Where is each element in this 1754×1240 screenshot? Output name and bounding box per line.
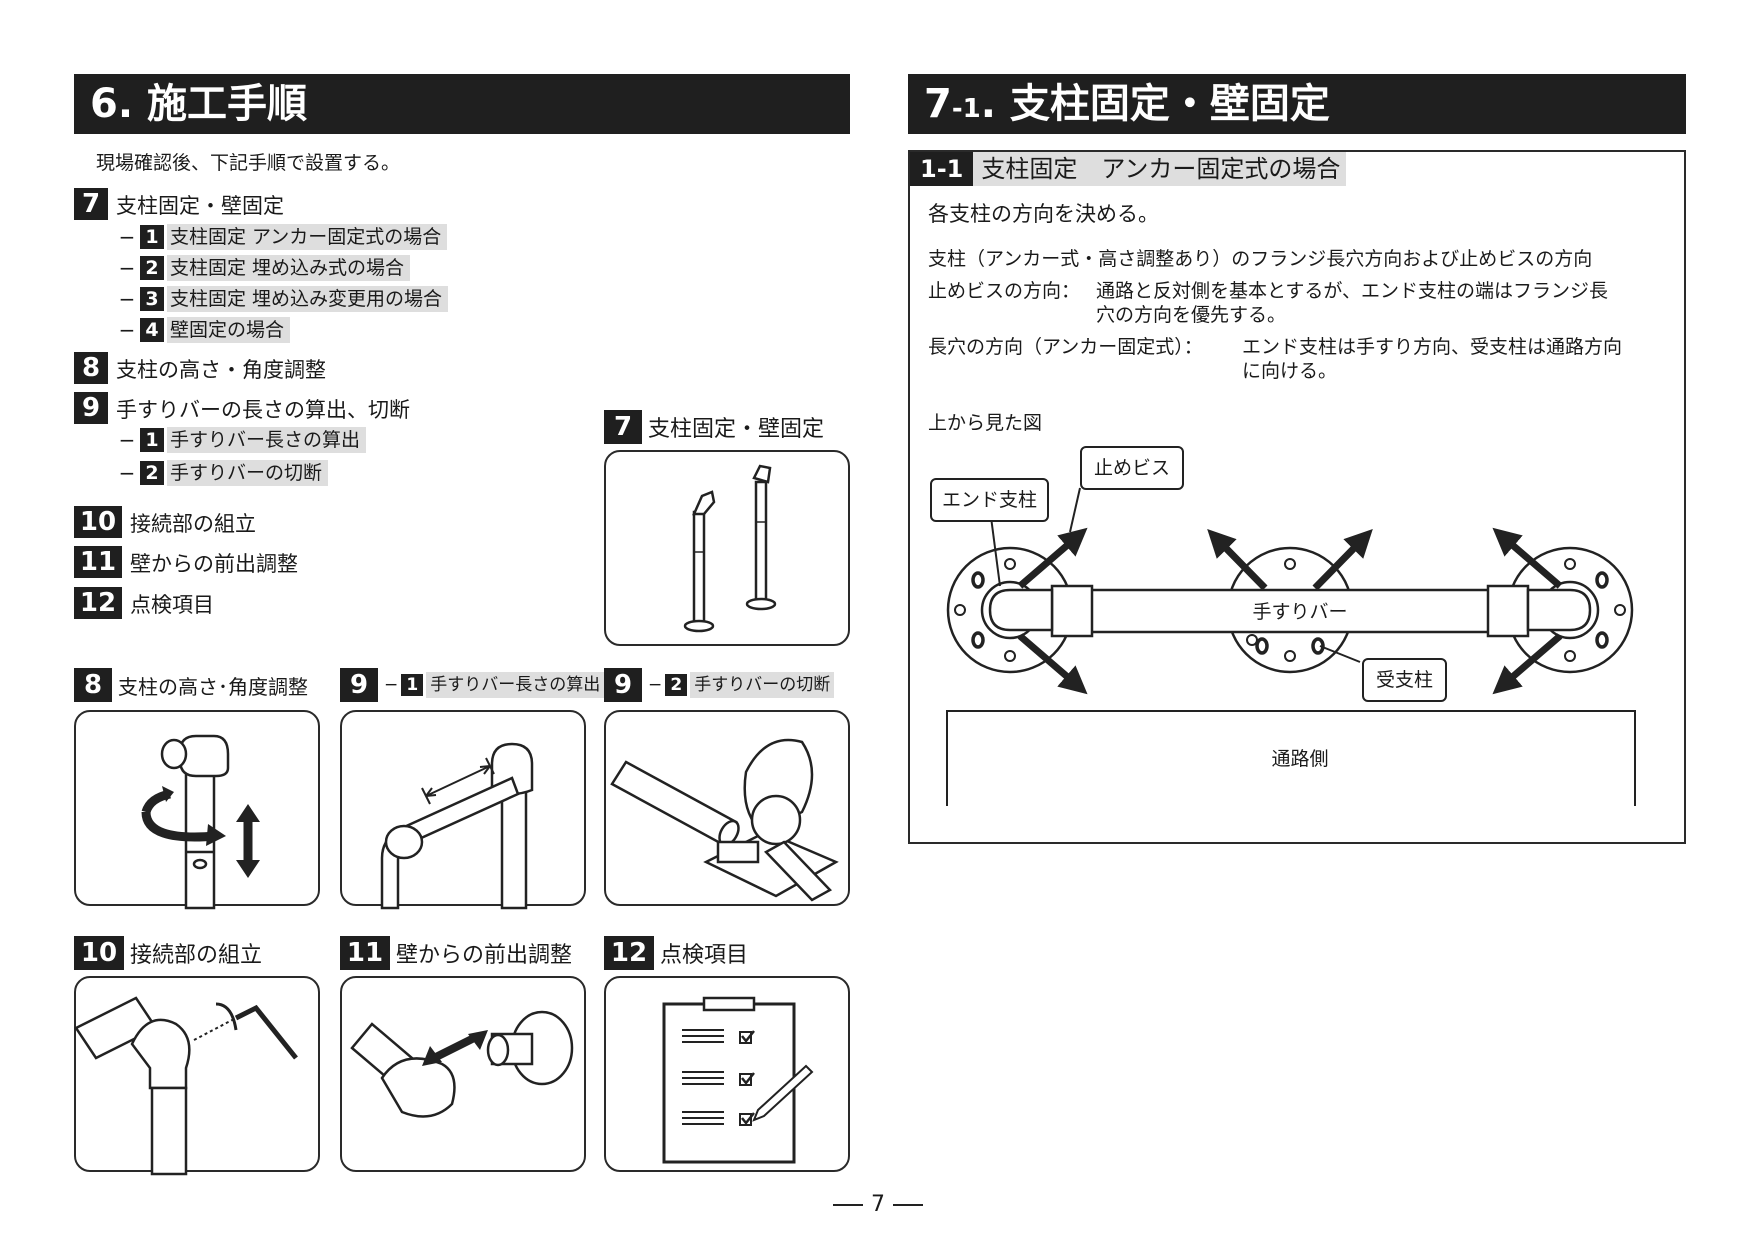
toc-7-sub-1-number: 1 [140,225,164,249]
fig-9b-subnumber: 2 [665,674,688,696]
handrail-bar-label: 手すりバー [1240,597,1360,624]
height-angle-adjust-illustration [141,734,260,910]
section-7-number: 7 [924,81,952,127]
fig-9a-number: 9 [340,668,378,702]
desc-3-line-2: に向ける。 [1242,360,1338,382]
diagram-caption: 上から見た図 [928,412,1043,434]
fig-9b-label: 手すりバーの切断 [690,672,835,698]
fig-8-label: 支柱の高さ･角度調整 [118,674,308,699]
section-1-1-number: 1-1 [910,152,974,186]
fig-10-label: 接続部の組立 [130,943,263,968]
fig-7-label: 支柱固定・壁固定 [648,417,825,442]
fig-10-number: 10 [74,936,124,970]
posts-illustration [683,464,777,633]
fig-12-number: 12 [604,936,654,970]
fig-10-box [74,976,320,1176]
section-7-subnumber: -1 [951,94,981,124]
toc-7-sub-3-label: 支柱固定 埋め込み変更用の場合 [167,286,449,312]
fig-9a-subnumber: 1 [401,674,424,696]
fig-11-label: 壁からの前出調整 [396,943,573,968]
fig-9a-box [340,710,586,910]
toc-12-label: 点検項目 [130,593,214,617]
toc-10-number: 10 [74,506,122,538]
fig-12-label: 点検項目 [660,943,749,968]
toc-7-label: 支柱固定・壁固定 [116,194,284,218]
toc-9-label: 手すりバーの長さの算出、切断 [116,398,410,422]
fig-8-box [74,710,320,910]
toc-9-sub-2-number: 2 [140,461,164,485]
desc-line-1: 支柱（アンカー式・高さ調整あり）のフランジ長穴方向および止めビスの方向 [928,248,1593,270]
fig-12-box [604,976,850,1172]
fig-11-box [340,976,586,1172]
section-1-1-heading: 1-1 支柱固定 アンカー固定式の場合 [910,152,1347,186]
fig-9a-label: 手すりバー長さの算出 [426,672,605,698]
wall-projection-illustration [350,1010,574,1118]
bar-length-illustration [380,742,534,910]
desc-2-line-1: 通路と反対側を基本とするが、エンド支柱の端はフランジ長 [1096,280,1609,302]
fig-9b-number: 9 [604,668,642,702]
section-6-number: 6 [90,81,118,127]
toc-8-number: 8 [74,352,108,384]
lead-text: 各支柱の方向を決める。 [928,202,1159,226]
fig-11-number: 11 [340,936,390,970]
toc-7-number: 7 [74,188,108,220]
toc-7-sub-1-label: 支柱固定 アンカー固定式の場合 [167,224,448,250]
toc-11-label: 壁からの前出調整 [130,552,298,576]
intro-text: 現場確認後、下記手順で設置する。 [96,152,401,174]
fig-9b-box [604,710,850,906]
joint-assembly-illustration [74,996,298,1176]
bar-cutting-illustration [610,738,839,902]
toc-7-sub-3-number: 3 [140,287,164,311]
desc-3-label: 長穴の方向（アンカー固定式）： [928,336,1203,358]
toc-9-sub-2-label: 手すりバーの切断 [167,460,329,486]
toc-12-number: 12 [74,587,122,619]
aisle-label: 通路側 [1271,748,1329,770]
page-number: 7 [828,1192,928,1217]
callout-end-post: エンド支柱 [930,478,1050,522]
toc-10-label: 接続部の組立 [130,512,256,536]
desc-2-label: 止めビスの方向： [928,280,1081,302]
section-7-1-title: 支柱固定・壁固定 [1009,81,1330,127]
toc-7-sub-4-label: 壁固定の場合 [167,317,291,343]
toc-8-label: 支柱の高さ・角度調整 [116,358,326,382]
fig-8-number: 8 [74,668,112,702]
section-6-title: 施工手順 [146,81,307,127]
toc-9-sub-1-number: 1 [140,428,164,452]
fig-7-number: 7 [604,410,642,444]
callout-set-screw: 止めビス [1080,446,1185,490]
page-number-value: 7 [871,1192,885,1217]
toc-11-number: 11 [74,546,122,578]
fig-7-box [604,450,850,646]
section-7-1-header: 7-1. 支柱固定・壁固定 [908,74,1686,134]
desc-2-line-2: 穴の方向を優先する。 [1096,304,1287,326]
toc-9-number: 9 [74,392,108,424]
desc-3-line-1: エンド支柱は手すり方向、受支柱は通路方向 [1242,336,1623,358]
checklist-illustration [662,996,814,1164]
section-1-1-panel [908,150,1686,844]
toc-7-sub-2-label: 支柱固定 埋め込み式の場合 [167,255,411,281]
top-view-diagram [946,487,1634,695]
callout-receiver-post: 受支柱 [1362,658,1448,702]
aisle-area [946,710,1636,806]
toc-9-sub-1-label: 手すりバー長さの算出 [167,427,367,453]
section-6-header: 6. 施工手順 [74,74,850,134]
toc-7-sub-4-number: 4 [140,318,164,342]
section-1-1-title: 支柱固定 アンカー固定式の場合 [973,152,1347,186]
toc-7-sub-2-number: 2 [140,256,164,280]
